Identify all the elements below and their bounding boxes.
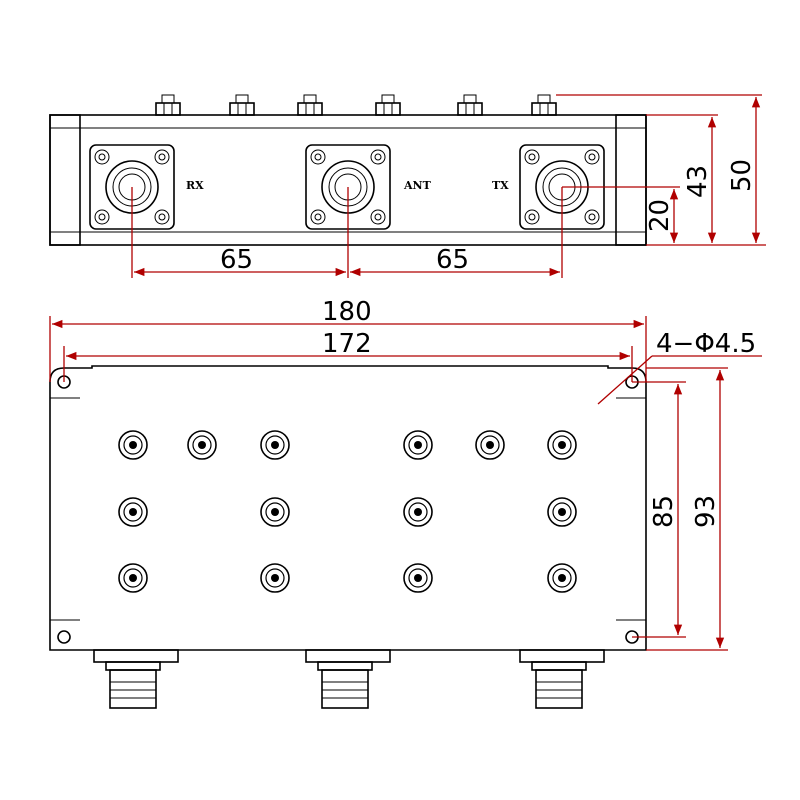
tuning-nut [155, 94, 181, 116]
tuning-screw [260, 563, 290, 593]
tuning-screw [403, 497, 433, 527]
tuning-nut [457, 94, 483, 116]
overall-height-text: 50 [727, 159, 757, 192]
hole-spacing-y-dimension: 85 [632, 381, 686, 638]
tx-port-label: TX [492, 179, 509, 192]
tuning-screw [118, 563, 148, 593]
port-height-text: 20 [645, 199, 675, 232]
tuning-screw [118, 430, 148, 460]
hole-spacing-x-dimension: 172 [63, 329, 633, 382]
hole-spacing-x-text: 172 [322, 329, 372, 359]
tuning-screw [547, 563, 577, 593]
tuning-screw [260, 430, 290, 460]
port-spacing-dimension: 65 65 [131, 187, 563, 278]
overall-length-text: 180 [322, 297, 372, 327]
hole-spacing-y-text: 85 [649, 495, 679, 528]
body-height-text: 43 [683, 165, 713, 198]
tuning-nut [229, 94, 255, 116]
right-flange [615, 114, 647, 246]
tuning-nut [531, 94, 557, 116]
port-spacing-right-text: 65 [436, 245, 469, 275]
tuning-screws [118, 430, 577, 593]
tuning-screw [403, 430, 433, 460]
tuning-screw [260, 497, 290, 527]
mounting-hole [57, 630, 71, 644]
tuning-screw [118, 497, 148, 527]
overall-length-dimension: 180 [49, 297, 647, 382]
plan-view: 180 172 4−Φ4.5 85 93 [49, 297, 762, 709]
tuning-screw [475, 430, 505, 460]
ant-port-label: ANT [403, 179, 432, 192]
side-view: RX ANT TX 65 65 20 43 [49, 94, 766, 278]
port-height-dimension: 20 [562, 186, 766, 246]
mounting-hole-callout: 4−Φ4.5 [597, 329, 762, 405]
tuning-screw [187, 430, 217, 460]
rx-connector-profile [93, 649, 179, 709]
mounting-hole-callout-text: 4−Φ4.5 [656, 329, 756, 359]
tuning-screw [547, 430, 577, 460]
tuning-nut [375, 94, 401, 116]
tuning-nut [297, 94, 323, 116]
body-height-dimension: 43 [646, 114, 718, 243]
overall-width-dimension: 93 [646, 367, 728, 651]
top-tuning-nuts [155, 94, 557, 116]
overall-height-dimension: 50 [556, 94, 762, 243]
left-flange [49, 114, 81, 246]
tx-connector-profile [519, 649, 605, 709]
ant-connector-profile [305, 649, 391, 709]
overall-width-text: 93 [691, 495, 721, 528]
port-spacing-left-text: 65 [220, 245, 253, 275]
tuning-screw [547, 497, 577, 527]
rx-port-label: RX [186, 179, 204, 192]
tuning-screw [403, 563, 433, 593]
